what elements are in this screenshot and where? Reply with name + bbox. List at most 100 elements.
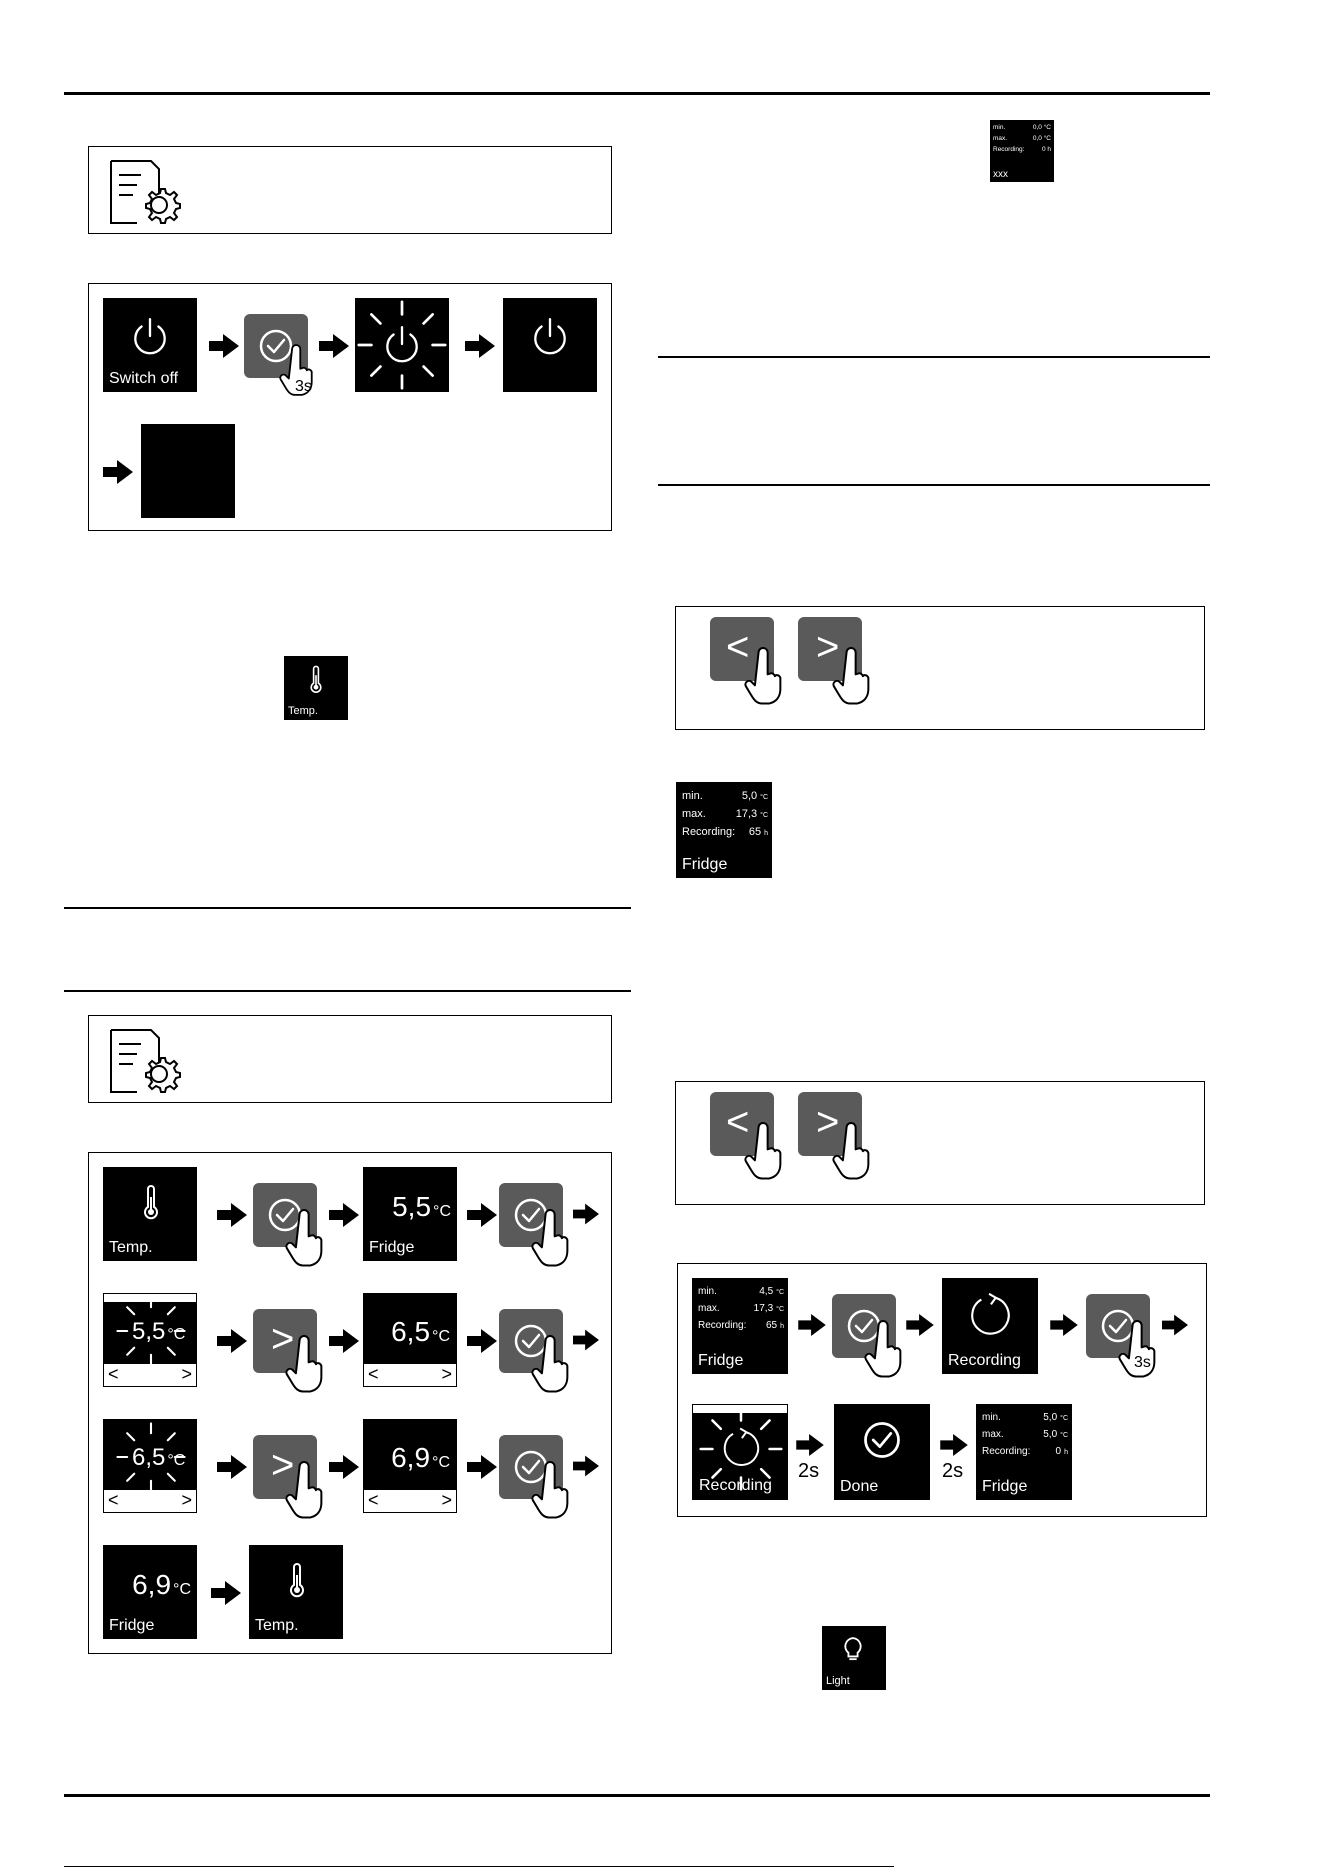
power-off-tile: [503, 298, 597, 392]
arrow-icon: [329, 1329, 359, 1353]
bottom-rule: [64, 1794, 1210, 1797]
wait-time-label: 2s: [942, 1460, 964, 1482]
chevron-left-icon: <: [108, 1490, 119, 1510]
chevron-left-icon: <: [368, 1490, 379, 1510]
blinking-temp-tile: 6,5°C < >: [103, 1419, 197, 1513]
temp-label: Temp.: [288, 705, 318, 717]
temperature-value: 6,5°C: [132, 1444, 186, 1471]
arrow-icon: [217, 1203, 247, 1227]
light-label: Light: [826, 1675, 850, 1687]
chevron-right-icon: >: [271, 1317, 295, 1361]
chevron-right-icon: >: [181, 1364, 192, 1384]
arrow-icon: [1050, 1314, 1078, 1336]
chevron-right-icon: >: [441, 1490, 452, 1510]
temp-label: Temp.: [109, 1239, 153, 1256]
hand-press-icon: [531, 1209, 571, 1271]
arrow-icon: [103, 460, 133, 484]
arrow-icon: [329, 1203, 359, 1227]
power-icon: [529, 316, 571, 358]
navigation-frame-top: < >: [675, 606, 1205, 730]
thermometer-icon: [308, 664, 324, 696]
temp-tile: Temp.: [249, 1545, 343, 1639]
temperature-value: 6,9°C: [132, 1569, 191, 1600]
light-bulb-icon: [842, 1636, 864, 1664]
section-rule-right-2: [658, 484, 1210, 486]
arrow-icon: [209, 334, 239, 358]
hand-press-icon: [832, 1122, 872, 1184]
thermometer-icon: [287, 1561, 307, 1601]
temperature-value: 6,9°C: [391, 1442, 450, 1473]
arrow-icon: [1162, 1314, 1188, 1336]
arrow-icon: [573, 1203, 599, 1225]
navigation-frame-bottom: < >: [675, 1081, 1205, 1205]
recording-label: Recording: [948, 1352, 1021, 1369]
thermometer-icon: [141, 1183, 161, 1223]
arrow-icon: [217, 1455, 247, 1479]
temperature-sequence-frame: Temp. 5,5°C Fridge 5,5°C < > > 6,5°C < >: [88, 1152, 612, 1654]
arrow-icon: [319, 334, 349, 358]
arrow-icon: [940, 1434, 968, 1456]
reset-rotate-icon: [719, 1425, 763, 1469]
chevron-left-icon: <: [726, 1100, 750, 1144]
section-rule-left-1: [64, 907, 631, 909]
fridge-temp-tile: 6,9°C < >: [363, 1419, 457, 1513]
power-blinking-tile: [355, 298, 449, 392]
check-icon: [860, 1418, 904, 1462]
done-tile: Done: [834, 1404, 930, 1500]
settings-frame-top: [88, 146, 612, 234]
hold-time-label: 3s: [295, 378, 312, 395]
chevron-right-icon: >: [181, 1490, 192, 1510]
power-icon: [129, 316, 171, 358]
arrow-icon: [211, 1581, 241, 1605]
fridge-label: Fridge: [982, 1478, 1028, 1495]
hand-press-icon: [531, 1335, 571, 1397]
reset-rotate-icon: [966, 1290, 1014, 1338]
chevron-left-icon: <: [726, 625, 750, 669]
hand-press-icon: [744, 1122, 784, 1184]
light-menu-tile[interactable]: Light: [822, 1626, 886, 1690]
recording-tile: Recording: [942, 1278, 1038, 1374]
arrow-icon: [796, 1434, 824, 1456]
temperature-value: 6,5°C: [391, 1316, 450, 1347]
settings-document-icon: [109, 157, 189, 227]
arrow-icon: [329, 1455, 359, 1479]
power-icon: [381, 324, 423, 366]
switch-off-label: Switch off: [109, 370, 179, 387]
switch-off-sequence-frame: Switch off 3s: [88, 283, 612, 531]
blank-display-tile: [141, 424, 235, 518]
arrow-icon: [467, 1203, 497, 1227]
hold-time-label: 3s: [1134, 1354, 1151, 1371]
hand-press-icon: [285, 1209, 325, 1271]
fridge-label: Fridge: [698, 1352, 744, 1369]
recording-blinking-tile: Recording: [692, 1404, 788, 1500]
arrow-icon: [465, 334, 495, 358]
section-rule-left-2: [64, 990, 631, 992]
fridge-label: Fridge: [682, 856, 728, 873]
arrow-icon: [217, 1329, 247, 1353]
temperature-value: 5,5°C: [132, 1318, 186, 1345]
switch-off-tile[interactable]: Switch off: [103, 298, 197, 392]
hand-press-icon: [285, 1335, 325, 1397]
fridge-temp-tile: 6,5°C < >: [363, 1293, 457, 1387]
arrow-icon: [467, 1329, 497, 1353]
fridge-label: Fridge: [109, 1617, 155, 1634]
arrow-icon: [573, 1455, 599, 1477]
hand-press-icon: [1118, 1320, 1158, 1382]
temp-menu-tile[interactable]: Temp.: [284, 656, 348, 720]
hand-press-icon: [864, 1320, 904, 1382]
hand-press-icon: [531, 1461, 571, 1523]
chevron-left-icon: <: [108, 1364, 119, 1384]
chevron-right-icon: >: [816, 625, 840, 669]
arrow-icon: [467, 1455, 497, 1479]
settings-frame-bottom: [88, 1015, 612, 1103]
done-label: Done: [840, 1478, 879, 1495]
temp-tile[interactable]: Temp.: [103, 1167, 197, 1261]
top-rule: [64, 92, 1210, 95]
chevron-left-icon: <: [368, 1364, 379, 1384]
arrow-icon: [906, 1314, 934, 1336]
recording-label: Recording: [699, 1477, 772, 1494]
hand-press-icon: [744, 647, 784, 709]
